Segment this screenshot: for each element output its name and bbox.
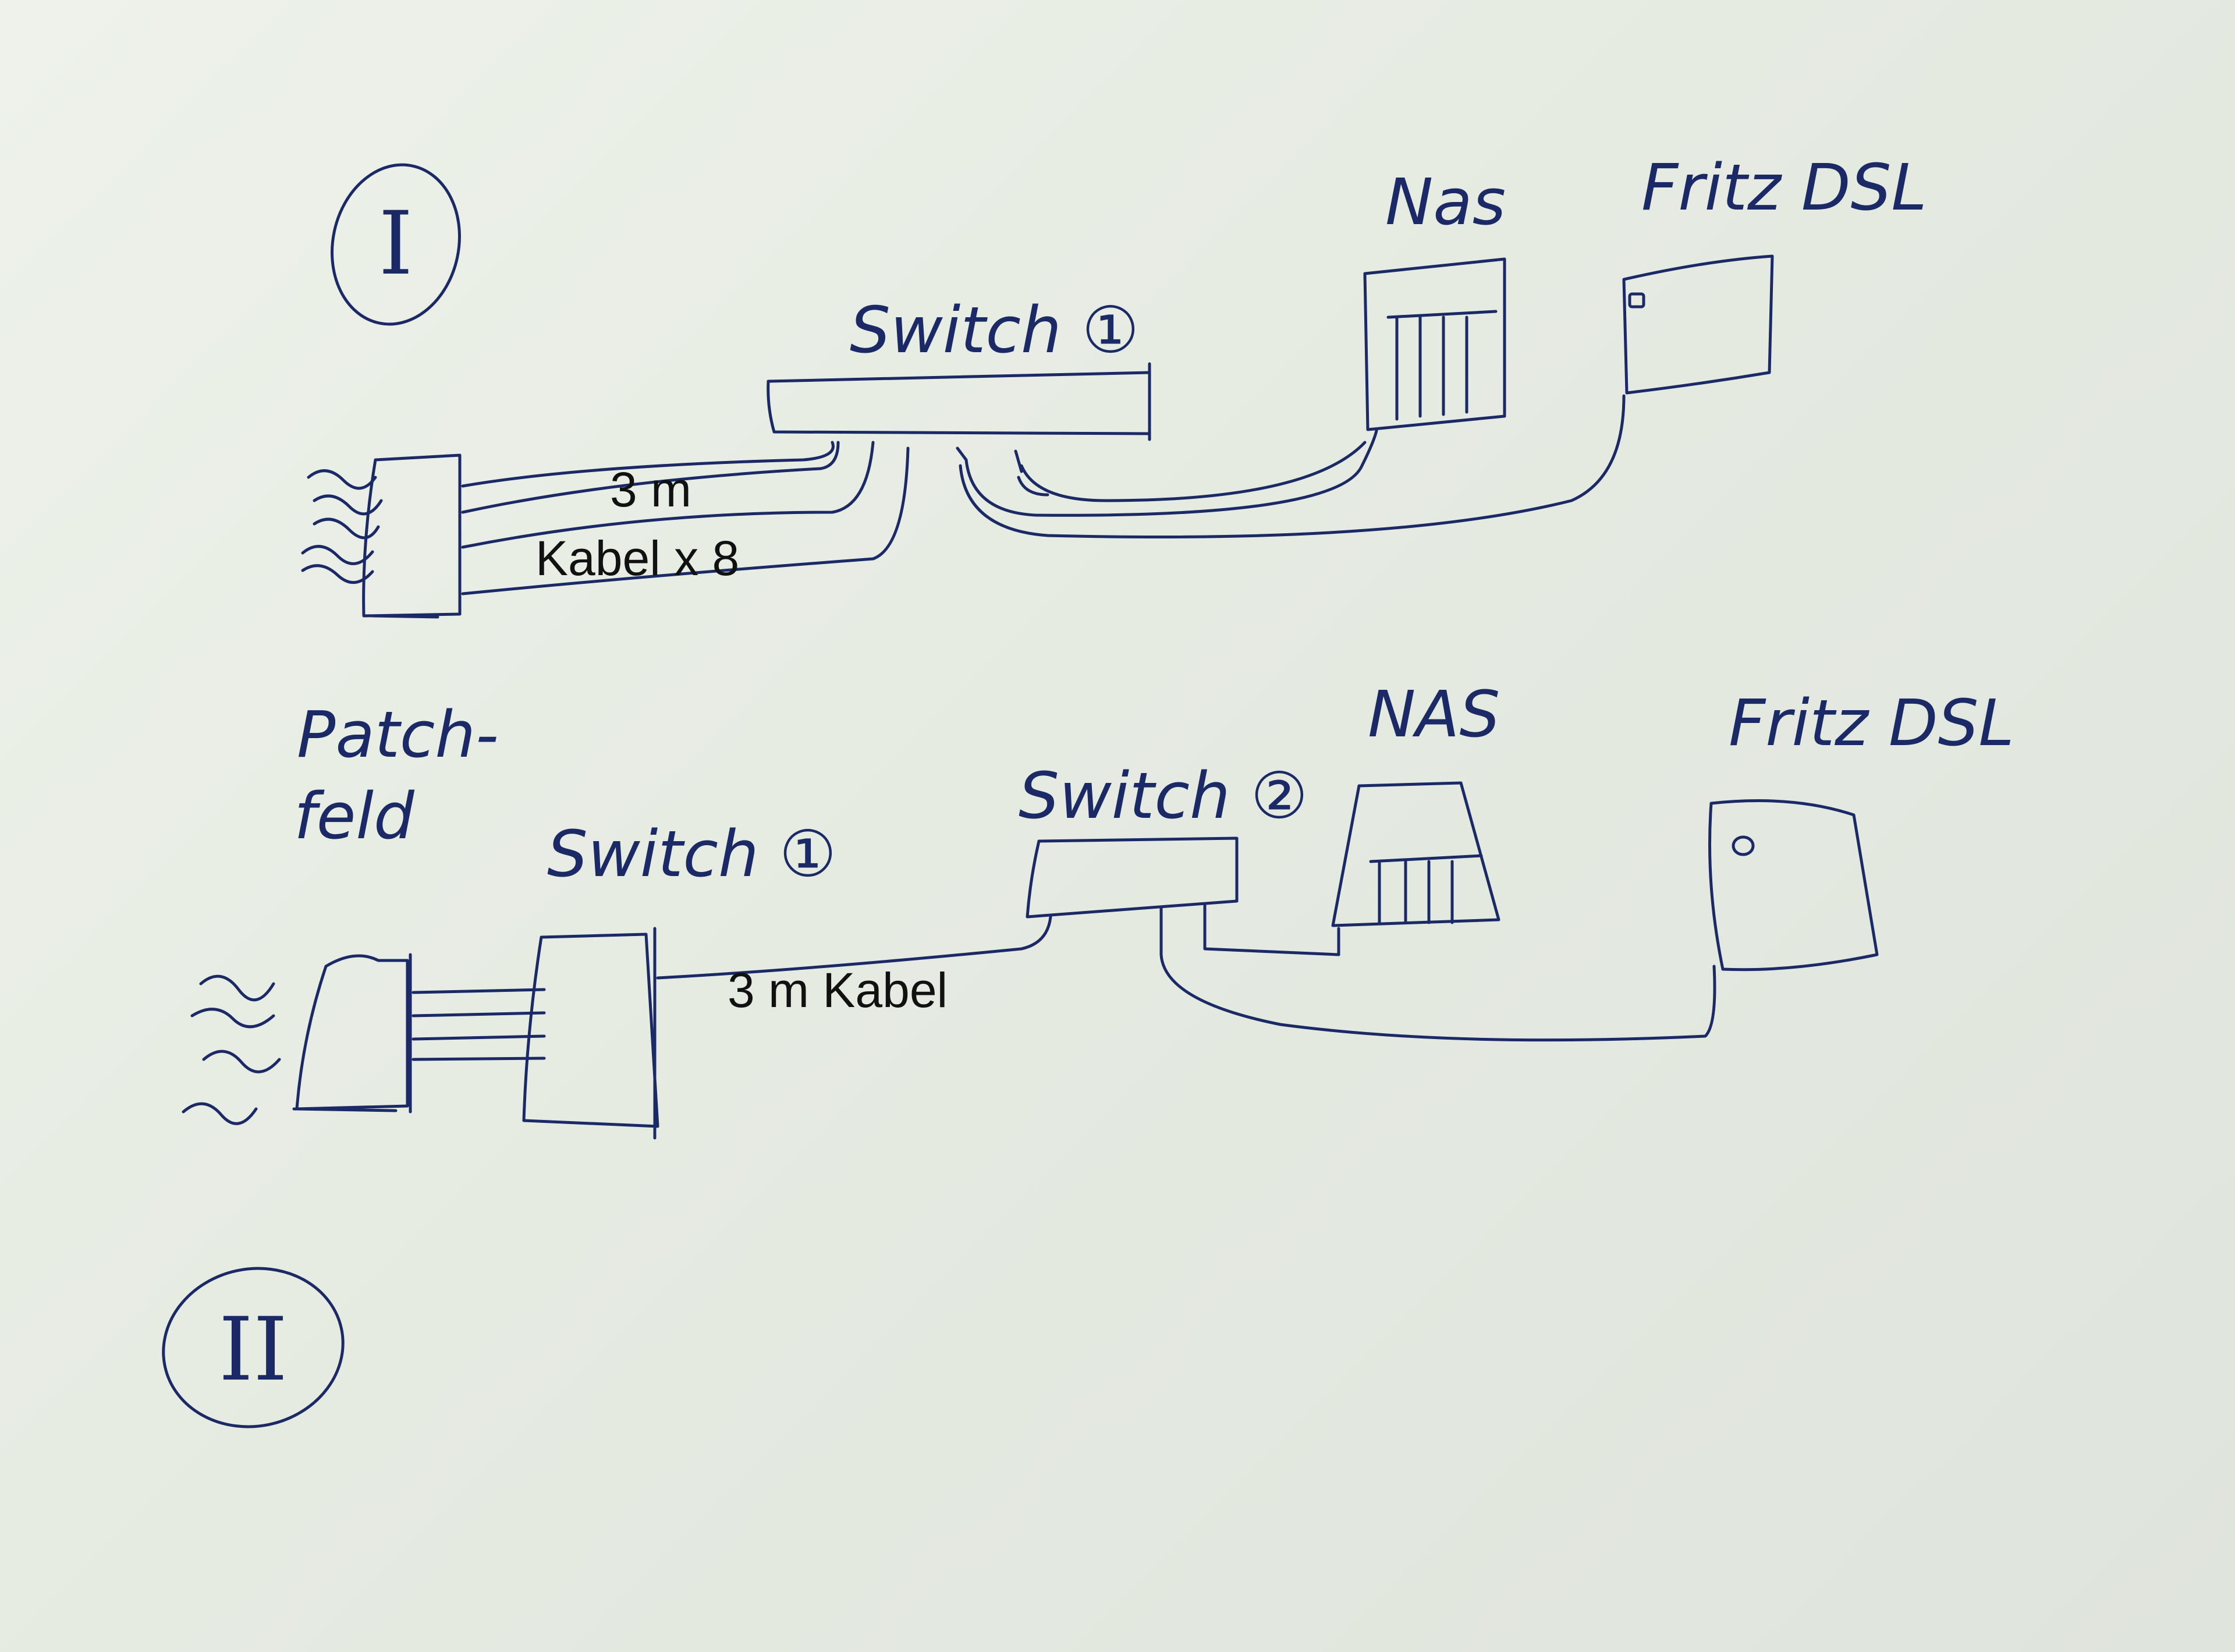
switch-1-label-2: Switch ① [547, 817, 836, 891]
nas-label: Nas [1385, 165, 1506, 239]
switch-1-label: Switch ① [850, 293, 1139, 367]
diagram-2-number-badge: II [162, 1267, 345, 1428]
cable-label-2: 3 m Kabel [728, 963, 948, 1018]
switch-2-label: Switch ② [1019, 758, 1308, 833]
nas-device-2 [1331, 781, 1500, 927]
fritz-dsl-label-2: Fritz DSL [1729, 686, 2014, 760]
nas-device [1363, 257, 1506, 431]
diagram-1: I Switch ① Nas Fritz DSL [301, 150, 1927, 619]
switch-2-device [1026, 836, 1239, 919]
switch1-uplink-cables [956, 394, 1626, 538]
fritz-dsl-router-2 [1708, 799, 1879, 972]
nas-label-2: NAS [1368, 677, 1500, 751]
patch-to-switch1-short-cables [411, 988, 546, 1061]
patch-label-line2: feld [294, 779, 415, 853]
patch-panel-2 [182, 953, 412, 1125]
diagram-2: Patch- feld Switch ① 3 m Kabel [162, 677, 2014, 1428]
cable-length-label-1: 3 m [610, 462, 691, 517]
switch-1-device-2 [522, 927, 659, 1140]
diagram-1-number: I [378, 193, 413, 295]
fritz-dsl-router [1622, 254, 1774, 395]
switch2-uplink-cables [1159, 903, 1716, 1042]
patch-to-switch1-cables [461, 441, 910, 595]
switch-1-device [767, 362, 1151, 441]
fritz-dsl-label: Fritz DSL [1641, 150, 1927, 225]
patch-panel [301, 453, 462, 619]
diagram-1-number-badge: I [331, 163, 461, 326]
switch1-to-switch2-cable [656, 915, 1052, 980]
patch-label-line1: Patch- [297, 697, 499, 772]
cable-count-label: Kabel x 8 [535, 531, 739, 586]
diagram-2-number: II [219, 1299, 288, 1401]
